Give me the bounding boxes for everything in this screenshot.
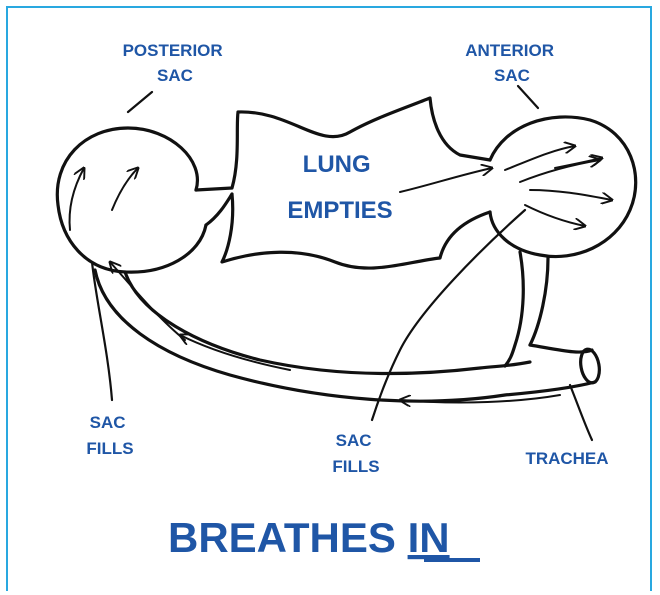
flow-arrow-anterior-5 — [555, 158, 602, 168]
caption-emphasis: IN — [408, 514, 450, 561]
leader-posterior-sac — [128, 92, 152, 112]
flow-arrow-anterior-4 — [525, 205, 585, 226]
lung-empties-label: LUNG EMPTIES — [287, 151, 392, 224]
flow-arrow-anterior-3 — [530, 190, 612, 200]
anterior-tube-inner — [530, 258, 548, 345]
leader-anterior-sac — [518, 86, 538, 108]
anterior-tube — [505, 252, 523, 366]
posterior-sac-outline — [57, 128, 206, 272]
flow-arrow-posterior-1 — [70, 168, 84, 230]
flow-arrow-lung-out — [400, 168, 492, 192]
caption: BREATHES IN — [168, 514, 450, 561]
leader-trachea — [570, 385, 592, 440]
bronchus-outer — [95, 270, 595, 401]
trachea-label: TRACHEA — [525, 449, 608, 468]
caption-prefix: BREATHES — [168, 514, 408, 561]
flow-arrow-bronchus-up — [110, 262, 185, 340]
flow-arrow-posterior-2 — [112, 168, 138, 210]
lung-outline — [196, 98, 490, 268]
posterior-sac-label: POSTERIOR SAC — [123, 41, 228, 85]
sac-fills-center-label: SAC FILLS — [332, 431, 379, 476]
trachea-opening — [578, 348, 602, 385]
anterior-sac-label: ANTERIOR SAC — [465, 41, 559, 85]
leader-sac-fills-left — [92, 262, 112, 400]
anterior-sac-outline — [490, 117, 636, 257]
sac-fills-left-label: SAC FILLS — [86, 413, 133, 458]
flow-arrow-anterior-2 — [520, 160, 600, 182]
